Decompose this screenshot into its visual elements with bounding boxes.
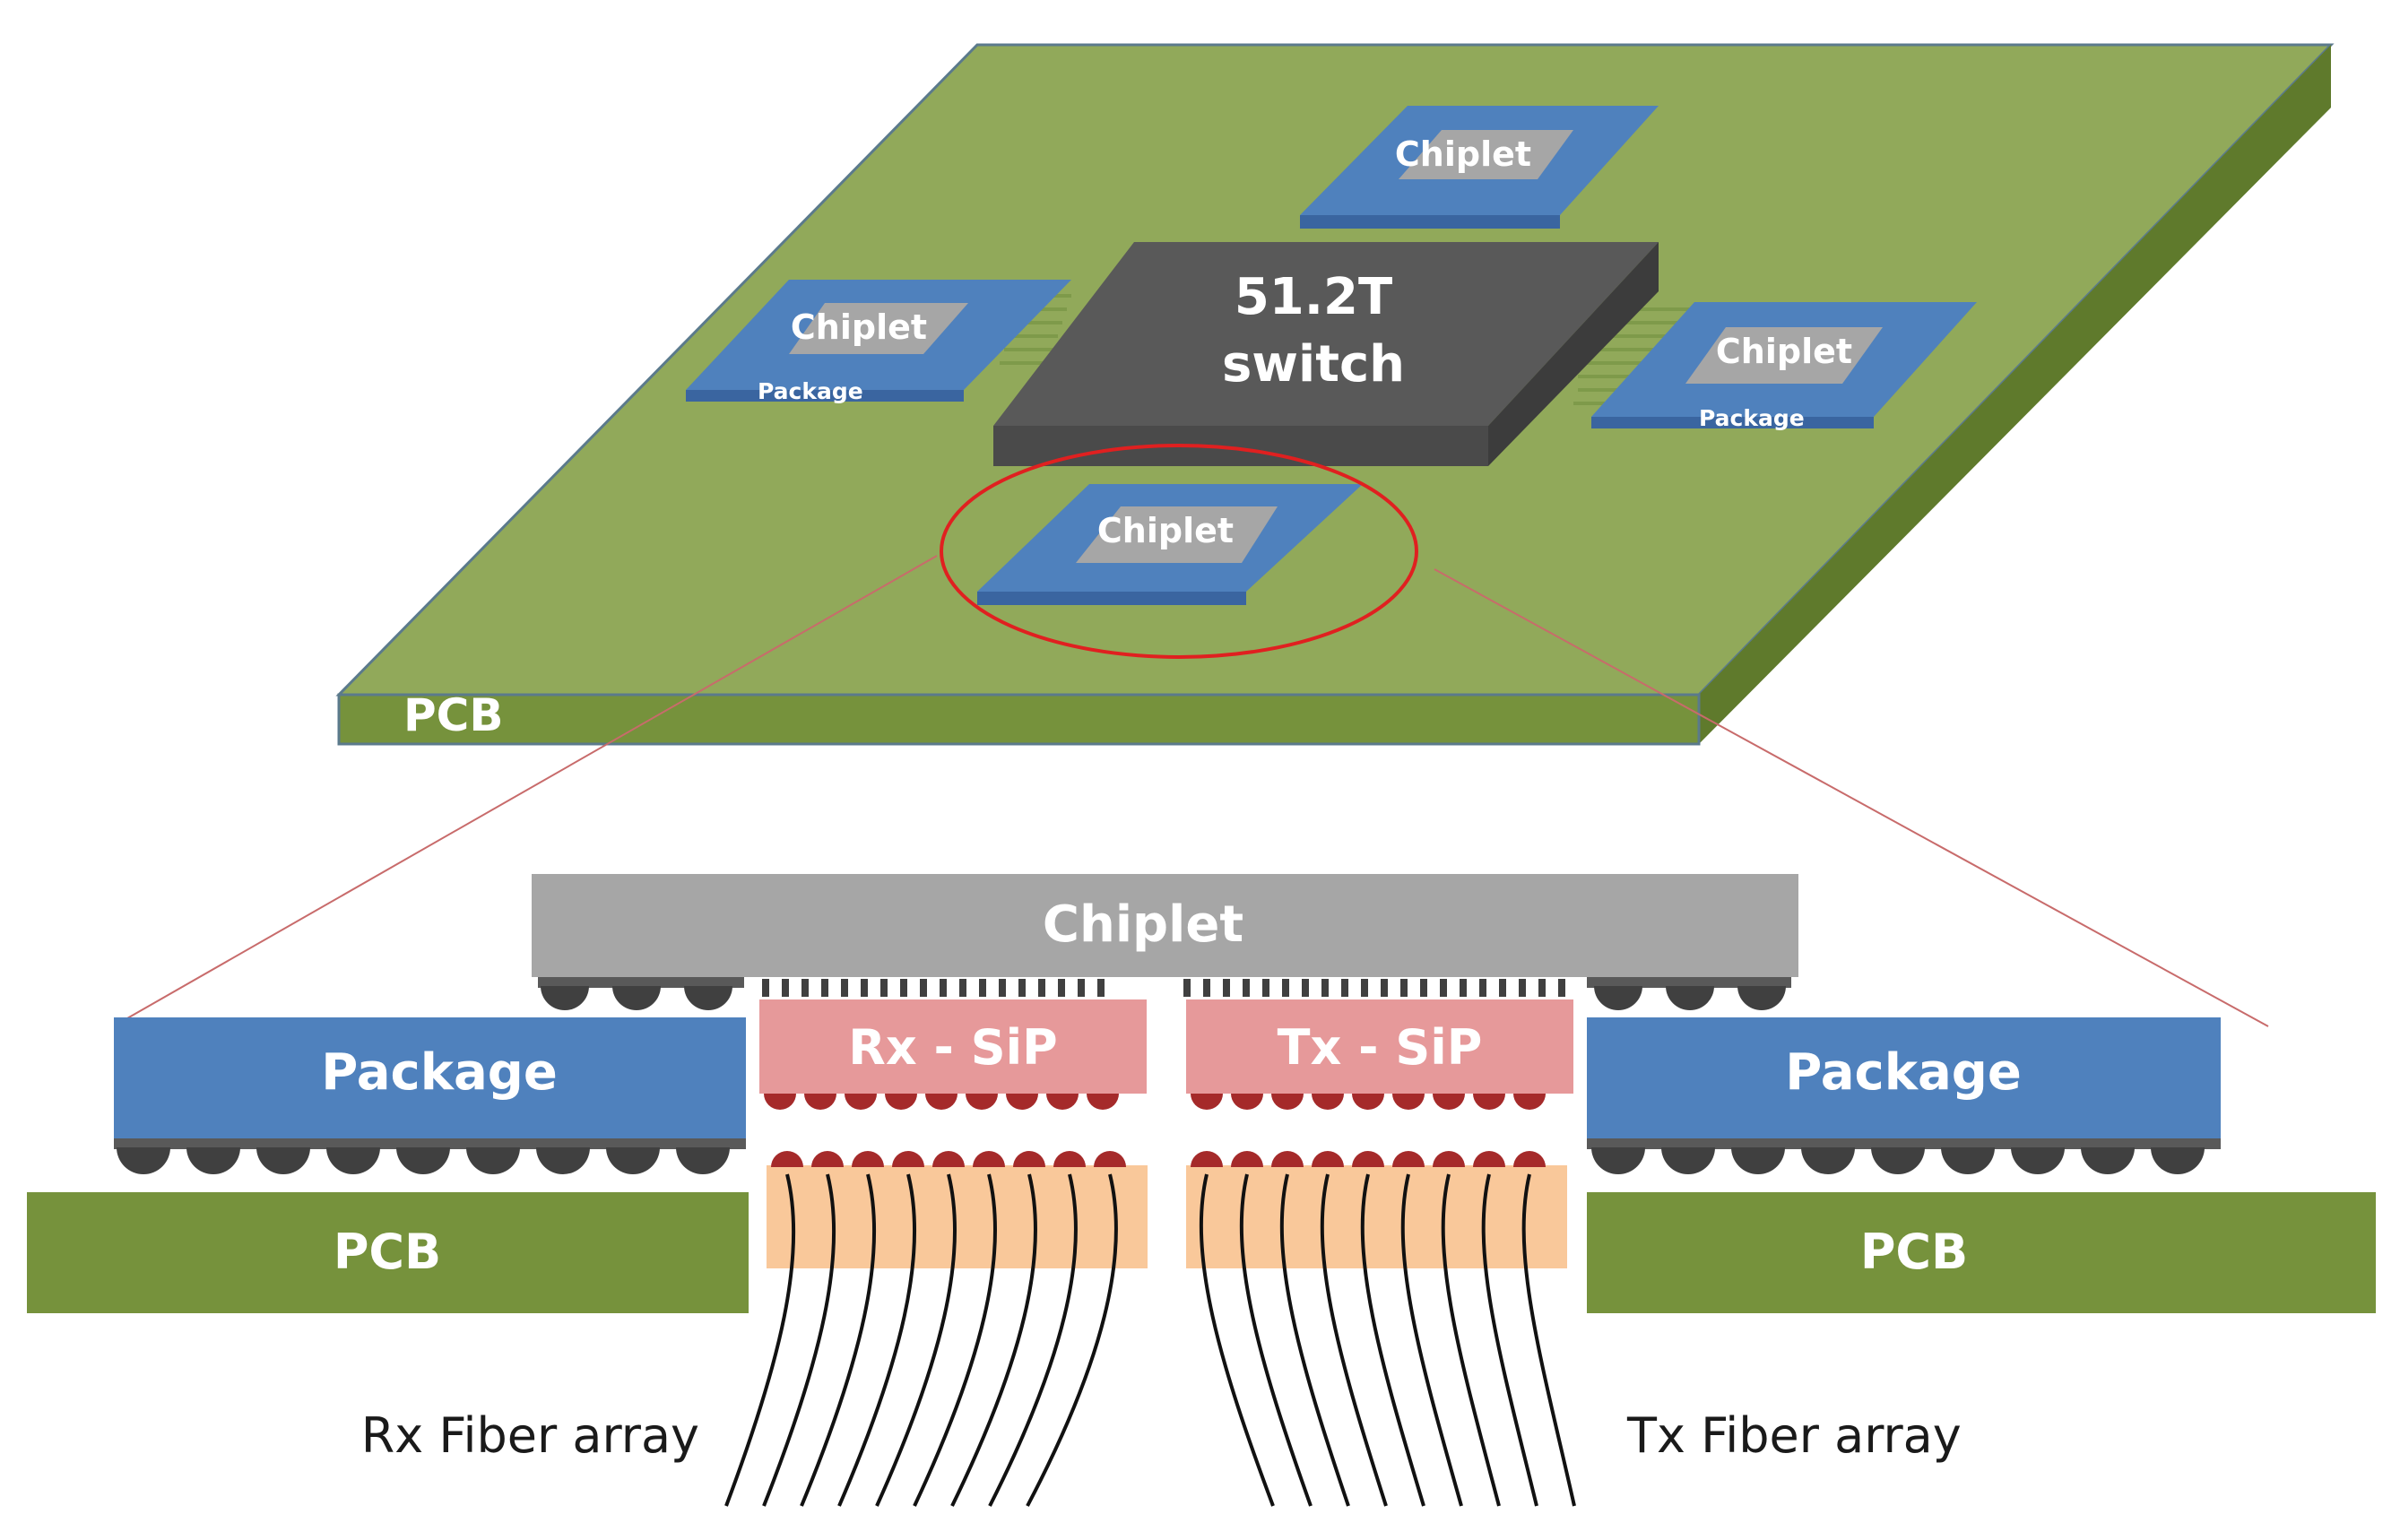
switch-label-line2: switch (1222, 335, 1405, 394)
cross-section: PCB PCB Package Package Chiplet (27, 874, 2376, 1507)
chiplet-bar (532, 874, 1798, 977)
pcb-left-label: PCB (334, 1224, 441, 1280)
package-right-label: Package (1785, 1043, 2022, 1102)
package-right-block (1587, 1017, 2221, 1138)
switch-right-face (1488, 242, 1659, 466)
sip-bottom-bumps (764, 1094, 1546, 1110)
pcb-right-label: PCB (1860, 1224, 1968, 1280)
package-pcb-bumps (114, 1138, 2221, 1174)
rx-sip-label: Rx - SiP (848, 1019, 1057, 1076)
chiplet-right-assembly: Chiplet Package (1591, 302, 1977, 431)
rx-fiber-coupler (767, 1165, 1148, 1268)
switch-top-face (993, 242, 1659, 426)
pcb-top-label: PCB (403, 689, 503, 741)
tx-fiber-coupler (1186, 1165, 1567, 1268)
zoom-line-left (120, 555, 938, 1023)
tx-sip-block (1186, 999, 1573, 1094)
chiplet-left-label: Chiplet (791, 307, 927, 347)
switch-label-line1: 51.2T (1235, 268, 1392, 326)
coupler-top-bumps (771, 1151, 1546, 1167)
chiplet-right-label: Chiplet (1716, 332, 1852, 371)
pcb-board-side-right (1699, 45, 2331, 744)
chiplet-bar-label: Chiplet (1043, 895, 1243, 954)
pcb-left-block (27, 1192, 749, 1313)
rx-fiber-array (724, 1173, 1118, 1507)
rx-sip-block (759, 999, 1147, 1094)
switch-front-face (993, 426, 1488, 466)
chiplet-top-label: Chiplet (1395, 134, 1531, 174)
chiplet-top-assembly: Chiplet (1300, 106, 1659, 229)
package-left-top-label: Package (758, 378, 863, 404)
package-left-block (114, 1017, 746, 1138)
highlight-ellipse (940, 444, 1418, 659)
tx-sip-label: Tx - SiP (1278, 1019, 1483, 1076)
chiplet-left-assembly: Chiplet Package (686, 280, 1071, 404)
chiplet-micro-bumps (762, 979, 1565, 997)
top-view: PCB 51.2T switch Chiplet (335, 43, 2335, 746)
tx-fiber-label: Tx Fiber array (1626, 1407, 1962, 1464)
tx-fiber-array (1199, 1173, 1576, 1507)
chiplet-bottom-label: Chiplet (1097, 511, 1234, 550)
chiplet-package-bumps (538, 977, 1791, 1010)
pcb-board-front (337, 693, 1701, 746)
chiplet-bottom-assembly: Chiplet (977, 484, 1363, 605)
package-right-top-label: Package (1699, 405, 1805, 431)
rx-fiber-label: Rx Fiber array (361, 1407, 699, 1464)
zoom-line-right (1434, 568, 2269, 1027)
package-left-label: Package (321, 1043, 558, 1102)
pcb-right-block (1587, 1192, 2376, 1313)
